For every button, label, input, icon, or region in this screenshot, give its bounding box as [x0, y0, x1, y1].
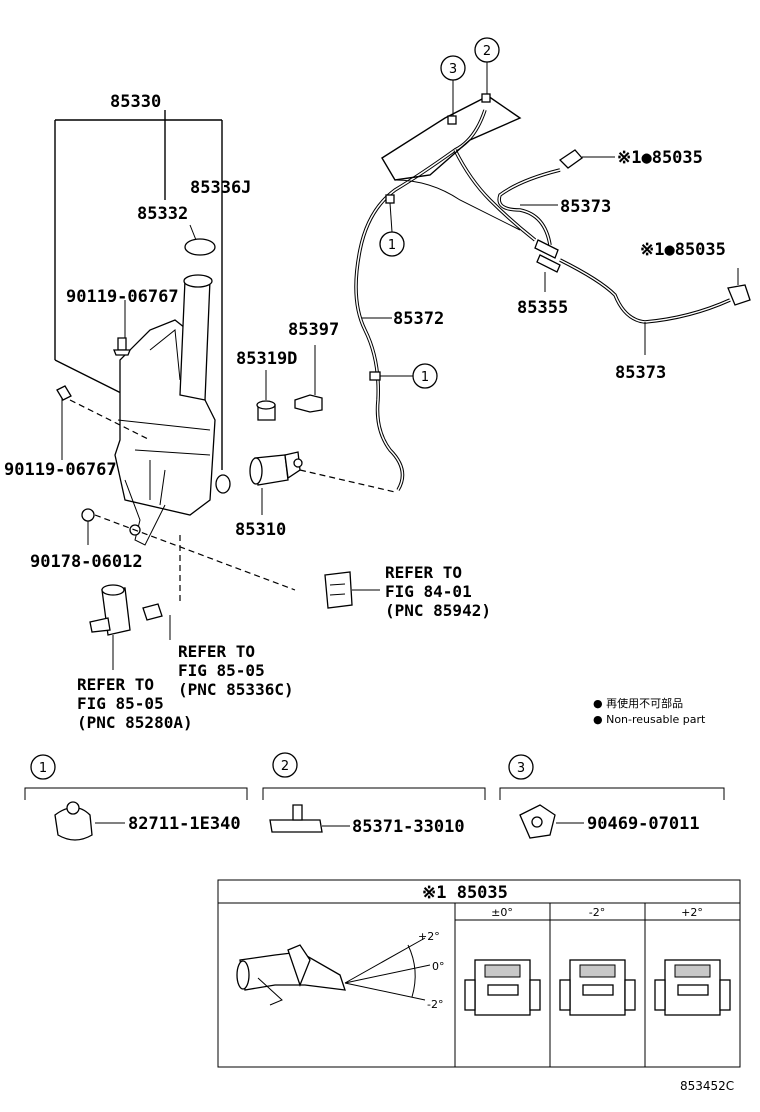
nozzle-table: ※1 85035 ±0° -2° +2° +2° 0° -2° [217, 879, 741, 1068]
callout-3: 3 [440, 55, 466, 116]
label-85035-lower: ※1●85035 [640, 240, 726, 260]
detail-3: 3 90469-07011 [499, 754, 725, 839]
tank-assembly-leader [54, 110, 223, 470]
washer-hose-85372 [354, 109, 537, 491]
legend: ● 再使用不可部品 ● Non-reusable part [593, 696, 706, 726]
label-85397: 85397 [288, 320, 339, 340]
svg-text:3: 3 [449, 62, 457, 77]
washer-tank [114, 274, 216, 546]
svg-text:2: 2 [483, 44, 491, 59]
svg-text:REFER TO: REFER TO [385, 563, 462, 582]
svg-text:82711-1E340: 82711-1E340 [128, 814, 241, 834]
svg-text:1: 1 [421, 370, 429, 385]
label-85373-upper: 85373 [560, 197, 611, 217]
lower-grommet [142, 603, 171, 640]
bolt-90119-b [56, 385, 72, 460]
refer-fig-85-05-grommet: REFER TO FIG 85-05 (PNC 85336C) [178, 642, 294, 699]
svg-text:(PNC 85942): (PNC 85942) [385, 601, 491, 620]
svg-text:FIG 85-05: FIG 85-05 [77, 694, 164, 713]
nozzle-front-0 [464, 959, 541, 1016]
svg-text:90469-07011: 90469-07011 [587, 814, 700, 834]
svg-text:1: 1 [388, 238, 396, 253]
tank-cap-85332 [184, 238, 216, 256]
label-85355: 85355 [517, 298, 568, 318]
svg-text:0°: 0° [432, 960, 445, 973]
washer-nozzle-85035-b [727, 268, 751, 306]
detail-2: 2 85371-33010 [262, 752, 486, 837]
hood-outline [381, 95, 522, 231]
washer-pump-85310 [249, 451, 303, 515]
check-valve-85397 [294, 345, 323, 413]
svg-text:-2°: -2° [589, 906, 605, 919]
nozzle-front-plus2 [654, 959, 731, 1016]
svg-text:● Non-reusable part: ● Non-reusable part [593, 713, 706, 726]
label-90119-a: 90119-06767 [66, 287, 179, 307]
dashed-line-pump [299, 469, 396, 493]
nut-90178 [81, 508, 95, 545]
svg-text:85371-33010: 85371-33010 [352, 817, 465, 837]
svg-text:● 再使用不可部品: ● 再使用不可部品 [593, 696, 683, 710]
svg-text:2: 2 [281, 759, 289, 774]
label-85035-upper: ※1●85035 [617, 148, 703, 168]
refer-fig-84-01: REFER TO FIG 84-01 (PNC 85942) [385, 563, 491, 620]
detail-1: 1 82711-1E340 [24, 754, 248, 841]
svg-text:REFER TO: REFER TO [178, 642, 255, 661]
callout-1-upper: 1 [379, 202, 405, 257]
label-85330: 85330 [110, 92, 161, 112]
svg-text:FIG 85-05: FIG 85-05 [178, 661, 265, 680]
callout-2: 2 [474, 37, 500, 94]
nozzle-front-minus2 [559, 959, 636, 1016]
hose-joint-85355 [534, 239, 561, 292]
label-85319d: 85319D [236, 349, 297, 369]
lower-pump [89, 584, 131, 670]
figure-code: 853452C [680, 1079, 734, 1093]
relay-connector [324, 571, 380, 609]
svg-text:+2°: +2° [418, 930, 440, 943]
label-85373-lower: 85373 [615, 363, 666, 383]
label-85310: 85310 [235, 520, 286, 540]
svg-text:3: 3 [517, 761, 525, 776]
bolt-90119-a [113, 300, 131, 356]
dashed-line-relay [94, 514, 296, 591]
label-85336j: 85336J [190, 178, 251, 198]
nozzle-table-title: ※1 85035 [422, 883, 508, 903]
grommet-85336j [215, 474, 231, 494]
hose-85373-upper [497, 168, 561, 246]
washer-nozzle-85035-a [558, 149, 615, 169]
dashed-line-bolt [69, 399, 151, 441]
callout-1-lower: 1 [380, 363, 438, 389]
label-90119-b: 90119-06767 [4, 460, 117, 480]
svg-text:(PNC 85280A): (PNC 85280A) [77, 713, 193, 732]
grommet-85319d [256, 370, 276, 421]
svg-text:+2°: +2° [681, 906, 703, 919]
hose-85373-lower [559, 258, 731, 324]
svg-text:REFER TO: REFER TO [77, 675, 154, 694]
label-90178: 90178-06012 [30, 552, 143, 572]
svg-text:(PNC 85336C): (PNC 85336C) [178, 680, 294, 699]
label-85332: 85332 [137, 204, 188, 224]
svg-text:±0°: ±0° [491, 906, 513, 919]
svg-text:-2°: -2° [427, 998, 443, 1011]
svg-text:FIG 84-01: FIG 84-01 [385, 582, 472, 601]
label-85372: 85372 [393, 309, 444, 329]
refer-fig-85-05-pump: REFER TO FIG 85-05 (PNC 85280A) [77, 675, 193, 732]
svg-text:1: 1 [39, 761, 47, 776]
